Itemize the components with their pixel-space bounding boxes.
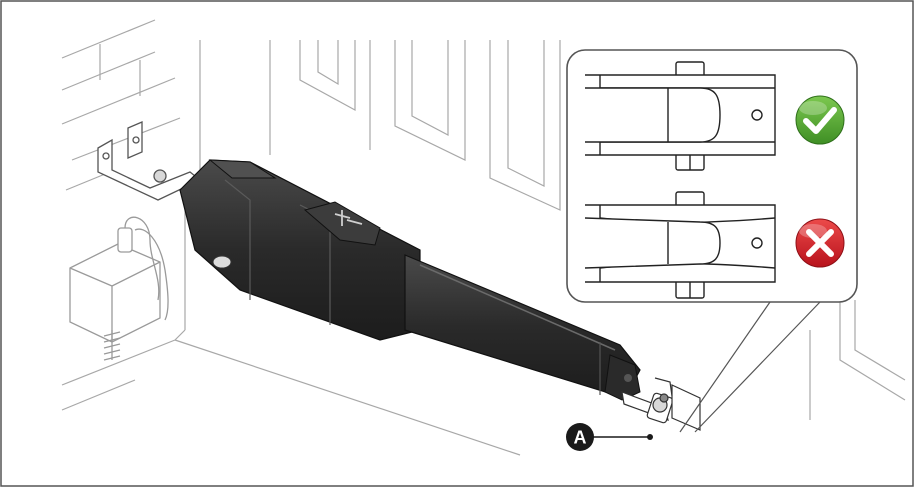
marker-a: A — [566, 423, 653, 451]
electric-lock — [69, 216, 169, 361]
cross-icon — [795, 218, 845, 268]
front-bracket — [621, 377, 701, 431]
check-icon — [795, 95, 845, 145]
detail-inset — [566, 49, 858, 303]
gate-actuator — [179, 159, 641, 401]
marker-a-circle — [566, 423, 594, 451]
marker-a-label: A — [574, 428, 587, 448]
callout-lines — [679, 301, 821, 433]
rear-bracket — [97, 121, 202, 201]
correct-mounting-detail — [585, 61, 776, 171]
incorrect-mounting-detail — [584, 191, 776, 299]
